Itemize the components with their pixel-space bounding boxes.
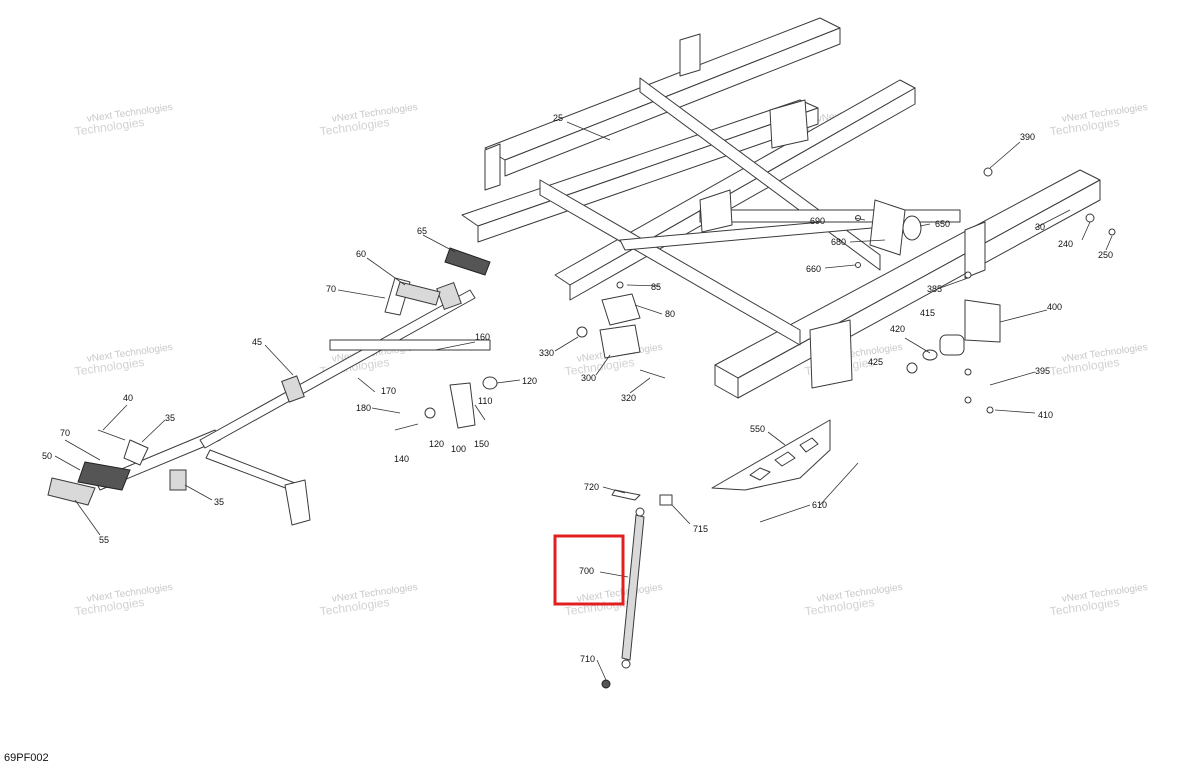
callout-170: 170 [381,386,396,396]
callout-50: 50 [42,451,52,461]
callout-385: 385 [927,284,942,294]
callout-700: 700 [579,566,594,576]
callout-710: 710 [580,654,595,664]
callout-300: 300 [581,373,596,383]
main-frame [461,17,1101,399]
callout-110: 110 [478,396,492,406]
callout-70: 70 [326,284,336,294]
callout-25: 25 [553,113,563,123]
callout-425: 425 [868,357,883,367]
callout-55: 55 [99,535,109,545]
pedal-assembly [47,247,498,526]
callout-140: 140 [394,454,409,464]
callout-160: 160 [475,332,490,342]
callout-65: 65 [417,226,427,236]
callout-550: 550 [750,424,765,434]
callout-400: 400 [1047,302,1062,312]
callout-150: 150 [474,439,489,449]
callout-650: 650 [935,219,950,229]
callout-35b: 35 [214,497,224,507]
leader-lines [54,121,1113,681]
center-components [576,281,666,379]
callout-690: 690 [810,216,825,226]
callout-120: 120 [522,376,537,386]
callout-180: 180 [356,403,371,413]
callout-720: 720 [584,482,599,492]
callout-240: 240 [1058,239,1073,249]
callout-85: 85 [651,282,661,292]
highlight-box [553,534,625,606]
callout-80: 80 [665,309,675,319]
callout-715: 715 [693,524,708,534]
callout-610: 610 [812,500,827,510]
gas-strut [601,489,673,689]
skid-plate [711,419,831,491]
callout-395: 395 [1035,366,1050,376]
callout-60: 60 [356,249,366,259]
diagram-code: 69PF002 [4,752,49,764]
callouts: 25 30 35 35 40 45 50 55 60 65 70 70 80 8… [42,113,1113,664]
callout-35: 35 [165,413,175,423]
callout-320: 320 [621,393,636,403]
callout-70b: 70 [60,428,70,438]
callout-40: 40 [123,393,133,403]
callout-420: 420 [890,324,905,334]
callout-415: 415 [920,308,935,318]
callout-30: 30 [1035,222,1045,232]
callout-680: 680 [831,237,846,247]
callout-390: 390 [1020,132,1035,142]
callout-45: 45 [252,337,262,347]
callout-330: 330 [539,348,554,358]
callout-120b: 120 [429,439,444,449]
callout-410: 410 [1038,410,1053,420]
callout-100: 100 [451,444,466,454]
callout-660: 660 [806,264,821,274]
callout-250: 250 [1098,250,1113,260]
